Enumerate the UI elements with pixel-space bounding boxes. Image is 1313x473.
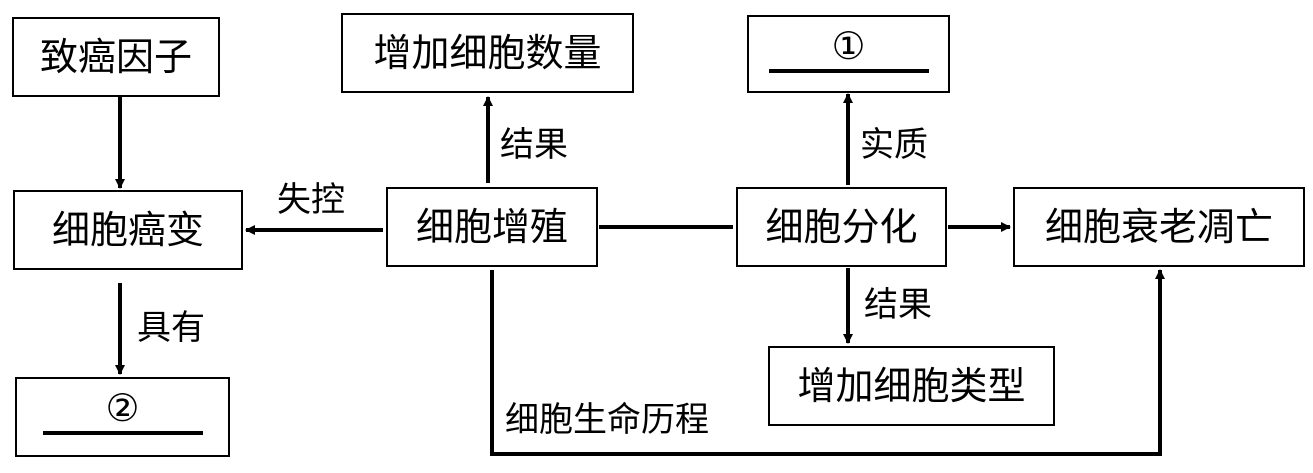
label-loss-control: 失控 [277,180,345,220]
box-increase-types: 增加细胞类型 [768,346,1055,426]
blank-1-underline [768,69,929,73]
blank-2-underline [42,431,203,435]
blank-2-number: ② [105,386,140,430]
label-has: 具有 [137,308,205,348]
box-increase-number-text: 增加细胞数量 [373,31,602,75]
box-increase-types-text: 增加细胞类型 [797,364,1026,408]
label-result-down: 结果 [864,285,932,325]
box-proliferation: 细胞增殖 [386,187,598,267]
label-result-up: 结果 [500,125,568,165]
box-differentiation: 细胞分化 [736,187,947,267]
box-aging-death-text: 细胞衰老凋亡 [1044,205,1273,249]
box-cancer: 细胞癌变 [13,190,243,270]
box-increase-number: 增加细胞数量 [341,13,634,93]
box-aging-death: 细胞衰老凋亡 [1013,187,1305,267]
box-carcinogen-text: 致癌因子 [39,35,192,79]
box-blank-2: ② [15,377,230,457]
box-cancer-text: 细胞癌变 [51,208,204,252]
arrow-life-history-path [490,269,1165,456]
box-carcinogen: 致癌因子 [12,17,220,97]
label-essence: 实质 [860,125,928,165]
box-blank-1: ① [747,15,950,93]
label-life-history: 细胞生命历程 [505,400,709,440]
box-differentiation-text: 细胞分化 [765,205,918,249]
box-proliferation-text: 细胞增殖 [415,205,568,249]
blank-1-number: ① [831,24,866,68]
